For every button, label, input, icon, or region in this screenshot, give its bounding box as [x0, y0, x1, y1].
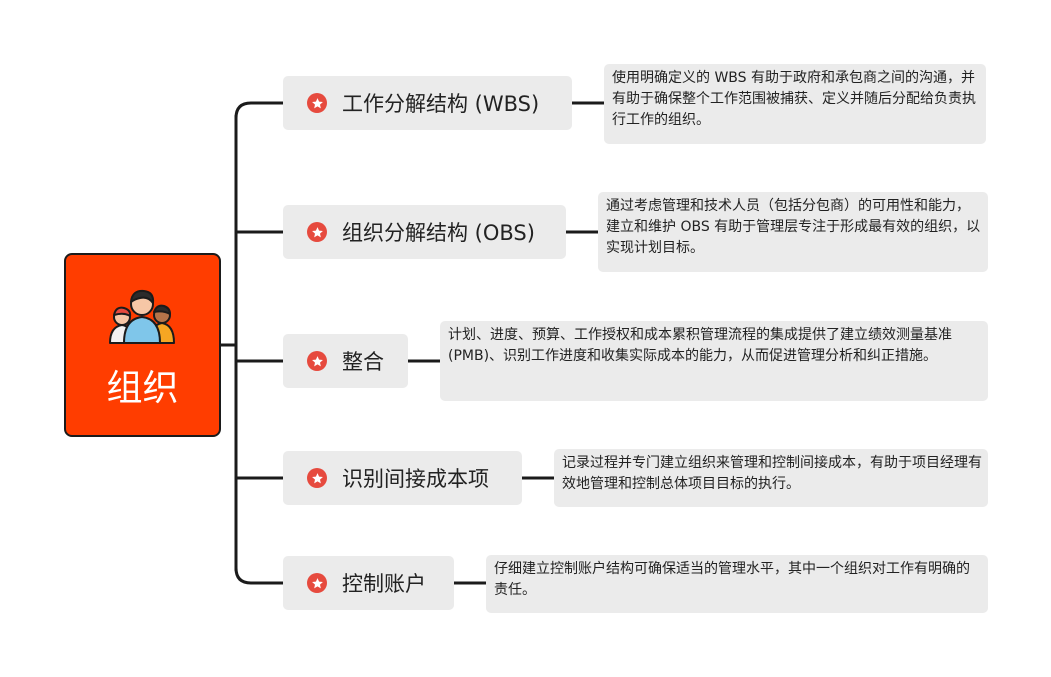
topic-integration[interactable]: 整合 — [283, 334, 408, 388]
topic-label: 识别间接成本项 — [342, 467, 489, 491]
star-icon — [307, 468, 327, 488]
topic-indirect-cost[interactable]: 识别间接成本项 — [283, 451, 522, 505]
topic-obs[interactable]: 组织分解结构 (OBS) — [283, 205, 566, 259]
topic-label: 整合 — [342, 350, 384, 374]
star-icon — [307, 222, 327, 242]
star-icon — [307, 93, 327, 113]
note-indirect-cost: 记录过程并专门建立组织来管理和控制间接成本，有助于项目经理有效地管理和控制总体项… — [554, 449, 988, 507]
root-title: 组织 — [106, 368, 179, 409]
topic-label: 工作分解结构 (WBS) — [342, 92, 540, 116]
topic-label: 控制账户 — [342, 572, 426, 596]
topic-label: 组织分解结构 (OBS) — [342, 221, 535, 245]
note-wbs: 使用明确定义的 WBS 有助于政府和承包商之间的沟通，并有助于确保整个工作范围被… — [604, 64, 986, 144]
note-control-account: 仔细建立控制账户结构可确保适当的管理水平，其中一个组织对工作有明确的责任。 — [486, 555, 988, 613]
topic-control-account[interactable]: 控制账户 — [283, 556, 454, 610]
note-obs: 通过考虑管理和技术人员（包括分包商）的可用性和能力，建立和维护 OBS 有助于管… — [598, 192, 988, 272]
root-node[interactable]: 组织 — [64, 253, 221, 437]
people-group-icon — [109, 289, 175, 344]
topic-wbs[interactable]: 工作分解结构 (WBS) — [283, 76, 572, 130]
note-integration: 计划、进度、预算、工作授权和成本累积管理流程的集成提供了建立绩效测量基准 (PM… — [440, 321, 988, 401]
star-icon — [307, 573, 327, 593]
star-icon — [307, 351, 327, 371]
